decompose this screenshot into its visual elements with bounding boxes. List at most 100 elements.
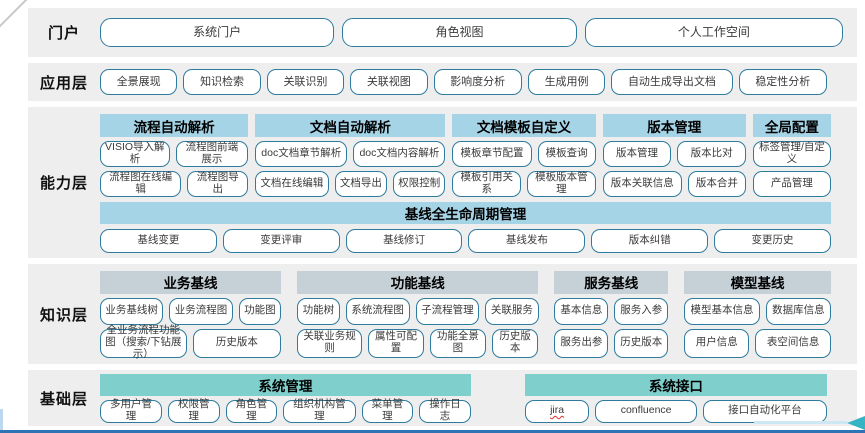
box-item: 全业务流程功能图（搜索/下钻展示） — [100, 324, 187, 360]
box-item: 角色管理 — [225, 398, 278, 423]
slide-corner-fold — [0, 0, 30, 30]
box-item: 稳定性分析 — [738, 69, 827, 95]
box-item: 基线修订 — [345, 229, 463, 253]
group-header: 文档自动解析 — [255, 114, 446, 137]
button-row: 文档在线编辑文档导出权限控制 — [255, 171, 446, 197]
layer-band-application: 应用层全景展现知识检索关联识别关联视图影响度分析生成用例自动生成导出文档稳定性分… — [28, 63, 857, 101]
box-item: 关联业务规则 — [297, 328, 363, 358]
box-item: 操作日志 — [419, 398, 471, 423]
group-header: 模型基线 — [684, 270, 831, 294]
box-item: 历史版本 — [192, 328, 282, 358]
box-item: 影响度分析 — [433, 69, 522, 95]
box-item: 组织机构管理 — [283, 398, 356, 423]
box-item: doc文档内容解析 — [353, 141, 446, 167]
button-row: 关联业务规则属性可配置功能全景图历史版本 — [297, 328, 539, 358]
group-header: 业务基线 — [100, 270, 282, 294]
button-row: 模型基本信息数据库信息 — [684, 297, 832, 325]
button-row: 基线变更变更评审基线修订基线发布版本纠错变更历史 — [100, 229, 831, 253]
layer-label-knowledge: 知识层 — [39, 306, 88, 324]
box-item: 子流程管理 — [415, 297, 480, 325]
group-header: 全局配置 — [752, 114, 831, 137]
box-item: 变更评审 — [222, 229, 340, 253]
box-item: 权限管理 — [167, 398, 220, 423]
box-item: 表空间信息 — [755, 328, 832, 358]
box-item: 模板章节配置 — [452, 141, 532, 167]
group-header: 系统管理 — [100, 373, 471, 396]
group-header: 系统接口 — [524, 373, 827, 396]
button-row: 产品管理 — [752, 171, 831, 197]
box-item: 功能图 — [238, 297, 282, 325]
box-item: 历史版本 — [614, 328, 669, 358]
group-foundation-0: 系统管理多用户管理权限管理角色管理组织机构管理菜单管理操作日志 — [100, 373, 471, 423]
button-row: 全景展现知识检索关联识别关联视图影响度分析生成用例自动生成导出文档稳定性分析 — [100, 69, 827, 95]
box-item: confluence — [595, 399, 697, 423]
button-row: 标签管理/自定义 — [752, 141, 831, 167]
layer-label-foundation: 基础层 — [39, 390, 88, 408]
box-item: 全景展现 — [100, 69, 178, 95]
box-item: 基本信息 — [554, 297, 609, 325]
groups-row-knowledge: 业务基线业务基线树业务流程图功能图全业务流程功能图（搜索/下钻展示）历史版本功能… — [100, 270, 832, 360]
layer-content-portal: 系统门户角色视图个人工作空间 — [100, 8, 843, 57]
group-header: 文档模板自定义 — [452, 114, 596, 137]
flow-arrow-tail — [754, 421, 847, 424]
group-header: 服务基线 — [554, 270, 669, 294]
box-item: 模型基本信息 — [684, 297, 760, 325]
flow-arrow-icon — [847, 416, 865, 430]
button-row: 基本信息服务入参 — [554, 297, 669, 325]
box-item: 版本管理 — [602, 141, 672, 167]
bottom-border-line — [0, 430, 865, 433]
box-item: 属性可配置 — [368, 328, 424, 358]
box-item: 关联服务 — [485, 297, 539, 325]
box-item: 角色视图 — [342, 18, 577, 47]
button-row: 业务基线树业务流程图功能图 — [100, 297, 282, 325]
layer-label-application: 应用层 — [39, 74, 88, 92]
box-item: 基线发布 — [468, 229, 586, 253]
box-item: 业务流程图 — [169, 297, 233, 325]
box-item: 系统流程图 — [345, 297, 410, 325]
box-item: 版本比对 — [677, 141, 746, 167]
box-item: 文档在线编辑 — [255, 171, 329, 197]
box-item: 变更历史 — [714, 229, 831, 253]
box-item: 基线变更 — [100, 229, 217, 253]
box-item: 功能全景图 — [429, 328, 486, 358]
box-item: jira — [524, 399, 590, 423]
box-item: 版本纠错 — [591, 229, 709, 253]
button-row: 版本管理版本比对 — [602, 141, 746, 167]
group-header: 流程自动解析 — [100, 114, 249, 137]
box-item: 系统门户 — [100, 18, 335, 47]
box-item: 权限控制 — [393, 171, 446, 197]
button-row: 模板章节配置模板查询 — [452, 141, 596, 167]
button-row: 用户信息表空间信息 — [684, 328, 832, 358]
box-item: 接口自动化平台 — [702, 399, 827, 423]
box-item: 知识检索 — [183, 69, 261, 95]
group-capability-4: 全局配置标签管理/自定义产品管理 — [752, 114, 831, 197]
box-item: 菜单管理 — [361, 398, 414, 423]
box-item: 版本关联信息 — [602, 171, 682, 197]
box-item: 文档导出 — [334, 171, 388, 197]
button-row: 全业务流程功能图（搜索/下钻展示）历史版本 — [100, 324, 282, 360]
layer-band-portal: 门户系统门户角色视图个人工作空间 — [28, 8, 857, 57]
box-item: 多用户管理 — [100, 398, 162, 423]
button-row: 模板引用关系模板版本管理 — [452, 171, 596, 197]
box-item: 标签管理/自定义 — [752, 141, 831, 167]
box-item: 用户信息 — [684, 328, 750, 358]
group-knowledge-0: 业务基线业务基线树业务流程图功能图全业务流程功能图（搜索/下钻展示）历史版本 — [100, 270, 282, 360]
button-row: 流程图在线编辑流程图导出 — [100, 171, 249, 197]
box-item: 模板查询 — [537, 141, 596, 167]
group-knowledge-2: 服务基线基本信息服务入参服务出参历史版本 — [554, 270, 669, 358]
button-row: 服务出参历史版本 — [554, 328, 669, 358]
box-item: 模板引用关系 — [452, 171, 522, 197]
button-row: 功能树系统流程图子流程管理关联服务 — [297, 297, 539, 325]
box-item: 功能树 — [297, 297, 340, 325]
box-item: 产品管理 — [752, 171, 831, 197]
box-item: 关联识别 — [266, 69, 345, 95]
